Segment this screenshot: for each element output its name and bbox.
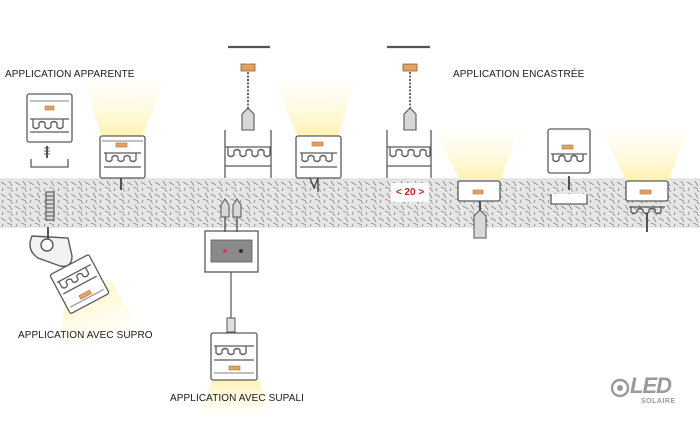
led-solaire-logo: LED SOLAIRE xyxy=(610,373,695,410)
pendant-ceiling-plate-1 xyxy=(228,45,270,112)
beam-encastree-1 xyxy=(432,127,520,180)
supro-bracket xyxy=(29,227,73,267)
logo-subtitle: SOLAIRE xyxy=(641,398,676,405)
beam-supali xyxy=(198,378,272,418)
label-application-supro: APPLICATION AVEC SUPRO xyxy=(18,330,153,341)
encastree-exploded-profile-2 xyxy=(547,128,591,205)
supali-cable xyxy=(226,272,236,333)
label-application-apparente: APPLICATION APPARENTE xyxy=(5,69,135,80)
label-application-supali: APPLICATION AVEC SUPALI xyxy=(170,393,305,404)
pendant-profile-exploded xyxy=(224,130,272,178)
apparente-exploded-profile xyxy=(26,93,73,168)
dimension-badge: < 20 > xyxy=(391,183,429,202)
pendant-anchor-1 xyxy=(241,107,255,131)
beam-pendant-1 xyxy=(272,77,356,137)
encastree-profile-exploded xyxy=(386,130,432,178)
apparente-mounted-profile xyxy=(99,135,146,190)
beam-encastree-2 xyxy=(600,125,690,181)
encastree-anchor xyxy=(403,107,417,131)
encastree-recessed-profile-2 xyxy=(625,180,669,232)
supro-profile xyxy=(49,254,110,314)
logo-wordmark: LED xyxy=(630,373,672,398)
logo-bulb-icon xyxy=(610,378,630,398)
ceiling-band xyxy=(0,178,700,228)
encastree-recessed-profile-1 xyxy=(457,180,501,239)
supali-profile xyxy=(210,332,258,381)
encastree-ceiling-plate xyxy=(387,45,430,112)
pendant-mounted-profile xyxy=(295,135,342,192)
apparente-anchor xyxy=(45,191,55,221)
beam-apparente xyxy=(82,77,166,137)
light-beams xyxy=(60,77,690,418)
label-application-encastree: APPLICATION ENCASTRÉE xyxy=(453,69,585,80)
